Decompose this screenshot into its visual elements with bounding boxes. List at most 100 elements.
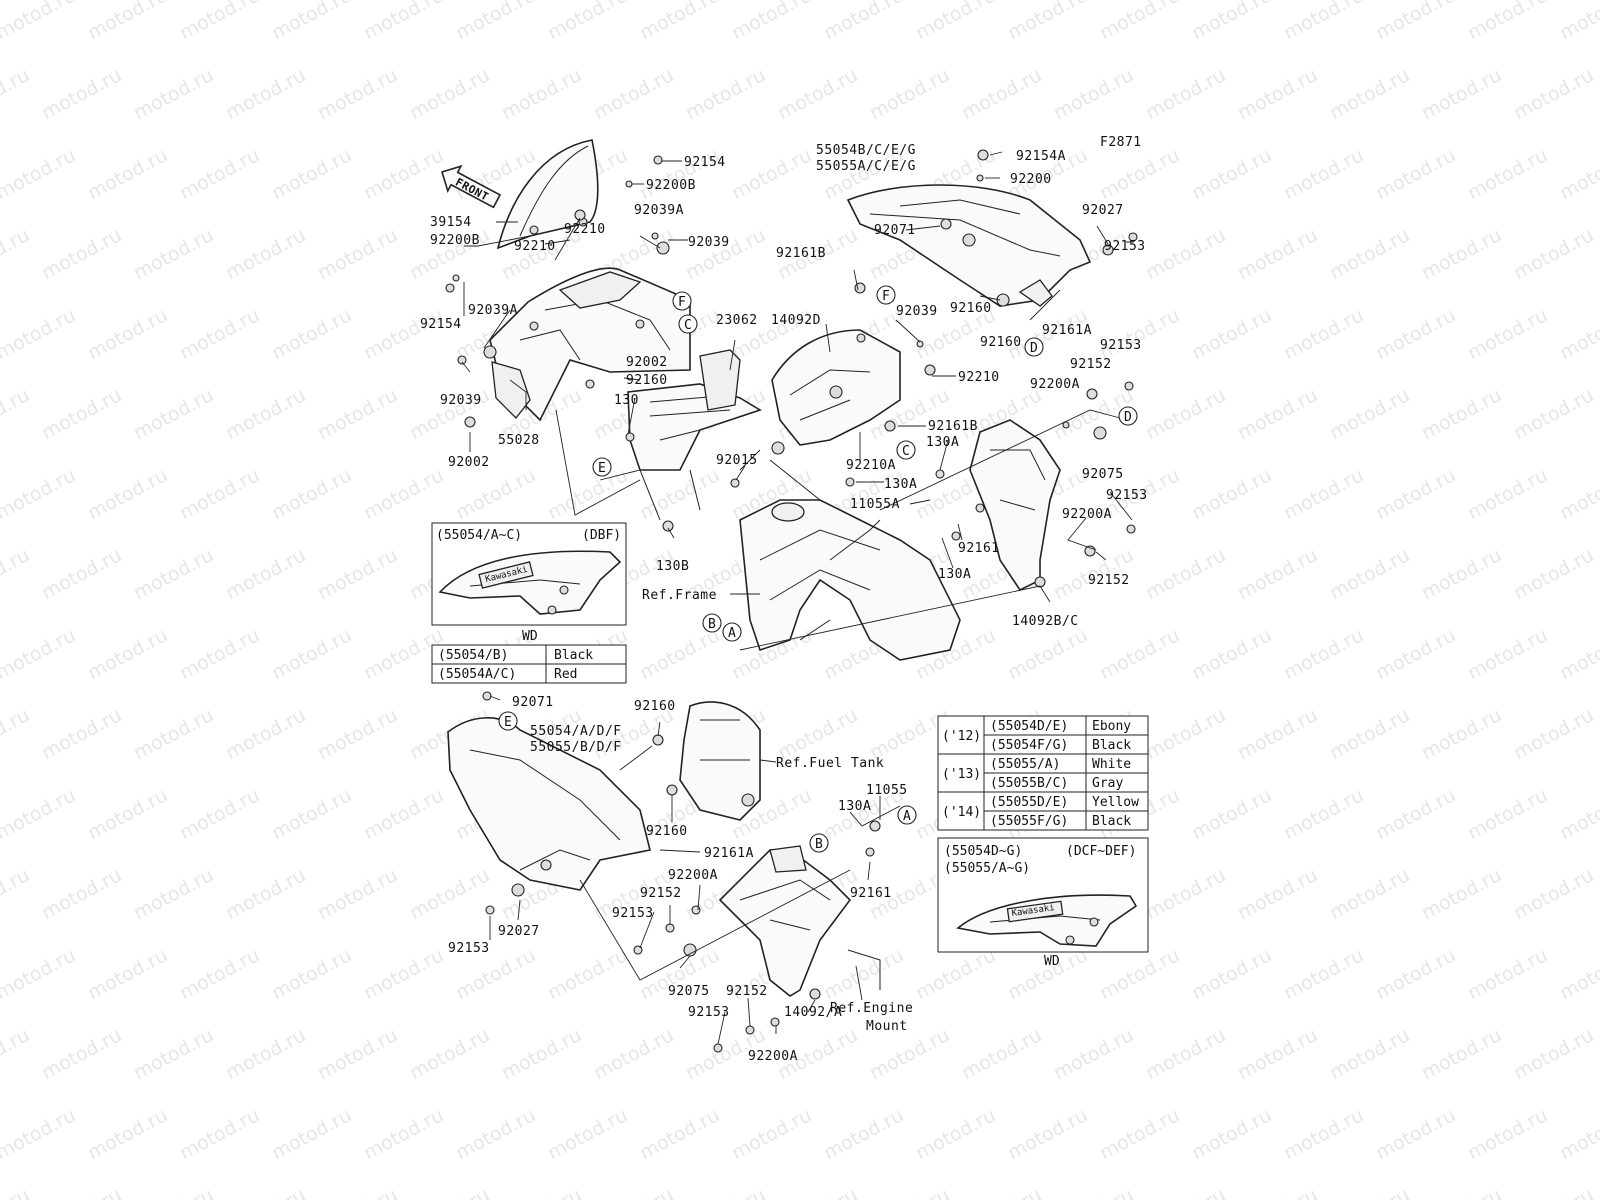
part-label: 92153 [448, 941, 490, 956]
watermark-text: motod.ru [222, 544, 309, 604]
watermark-text: motod.ru [0, 784, 79, 844]
part-label: 92152 [1070, 357, 1112, 372]
watermark-text: motod.ru [406, 64, 493, 124]
part-label: 92153 [1100, 338, 1142, 353]
inset-dbf-parts: (55054/A~C) [436, 528, 522, 543]
watermark-text: motod.ru [0, 1024, 33, 1084]
watermark-text: motod.ru [84, 944, 171, 1004]
watermark-text: motod.ru [1326, 1024, 1413, 1084]
watermark-text: motod.ru [1280, 784, 1367, 844]
watermark-text: motod.ru [176, 1104, 263, 1164]
watermark-text: motod.ru [1510, 1184, 1597, 1200]
part-label: 92027 [1082, 203, 1124, 218]
watermark-text: motod.ru [1372, 0, 1459, 44]
watermark-text: motod.ru [84, 304, 171, 364]
watermark-text: motod.ru [1464, 0, 1551, 44]
svg-text:F: F [882, 289, 890, 304]
watermark-text: motod.ru [176, 944, 263, 1004]
table-cell: Yellow [1092, 795, 1139, 810]
color-table-years: ('12) ('13) ('14) (55054D/E) Ebony (5505… [937, 715, 1149, 831]
watermark-text: motod.ru [1188, 624, 1275, 684]
part-label: 130 [614, 393, 639, 408]
table-cell: Ebony [1092, 719, 1131, 734]
table-cell: (55055/A) [990, 757, 1060, 772]
watermark-text: motod.ru [222, 224, 309, 284]
watermark-text: motod.ru [1050, 1184, 1137, 1200]
watermark-text: motod.ru [682, 1184, 769, 1200]
watermark-text: motod.ru [1418, 224, 1505, 284]
part-label: 92210A [846, 458, 896, 473]
watermark-text: motod.ru [1234, 864, 1321, 924]
part-label: 92210 [958, 370, 1000, 385]
fuel-tank-inner-cover-drawing [679, 701, 761, 821]
watermark-text: motod.ru [1142, 1184, 1229, 1200]
svg-text:F: F [678, 295, 686, 310]
watermark-text: motod.ru [1234, 704, 1321, 764]
watermark-text: motod.ru [1556, 1104, 1600, 1164]
watermark-text: motod.ru [1556, 464, 1600, 524]
watermark-text: motod.ru [222, 64, 309, 124]
svg-text:A: A [728, 626, 736, 641]
watermark-text: motod.ru [1372, 784, 1459, 844]
watermark-text: motod.ru [682, 224, 769, 284]
watermark-text: motod.ru [1372, 1104, 1459, 1164]
inner-panel-drawing [771, 329, 901, 446]
table-cell: Black [1092, 814, 1131, 829]
inset-dcf-caption: WD [1044, 954, 1060, 969]
part-label: 92161A [704, 846, 754, 861]
part-label: 92210 [514, 239, 556, 254]
part-label: 92160 [980, 335, 1022, 350]
watermark-text: motod.ru [268, 304, 355, 364]
watermark-text: motod.ru [130, 1184, 217, 1200]
watermark-text: motod.ru [1142, 64, 1229, 124]
watermark-text: motod.ru [1464, 464, 1551, 524]
watermark-text: motod.ru [866, 64, 953, 124]
part-label: Mount [866, 1019, 908, 1034]
watermark-text: motod.ru [1142, 384, 1229, 444]
inset-dcf-parts: (55054D~G) [944, 844, 1022, 859]
part-label: 92160 [634, 699, 676, 714]
watermark-text: motod.ru [1510, 704, 1597, 764]
watermark-text: motod.ru [0, 624, 79, 684]
watermark-text: motod.ru [176, 144, 263, 204]
watermark-text: motod.ru [958, 64, 1045, 124]
watermark-text: motod.ru [84, 1104, 171, 1164]
part-label: 92153 [612, 906, 654, 921]
watermark-text: motod.ru [130, 544, 217, 604]
watermark-text: motod.ru [268, 0, 355, 44]
watermark-text: motod.ru [38, 704, 125, 764]
watermark-text: motod.ru [1234, 224, 1321, 284]
windshield-drawing [496, 139, 599, 250]
part-label: 23062 [716, 313, 758, 328]
watermark-text: motod.ru [544, 0, 631, 44]
watermark-text: motod.ru [728, 1104, 815, 1164]
table-cell: White [1092, 757, 1131, 772]
watermark-text: motod.ru [452, 464, 539, 524]
table-cell: ('13) [942, 767, 981, 782]
watermark-text: motod.ru [1510, 864, 1597, 924]
part-label: 92075 [668, 984, 710, 999]
part-label: Ref.Frame [642, 588, 717, 603]
table-cell: (55054A/C) [438, 667, 516, 682]
watermark-text: motod.ru [1234, 64, 1321, 124]
part-label: 39154 [430, 215, 472, 230]
table-cell: Gray [1092, 776, 1123, 791]
watermark-text: motod.ru [1418, 864, 1505, 924]
watermark-text: motod.ru [222, 1024, 309, 1084]
inset-dcf-code: (DCF~DEF) [1066, 844, 1136, 859]
part-label: 92161 [850, 886, 892, 901]
watermark-text: motod.ru [1372, 464, 1459, 524]
part-label: 55055A/C/E/G [816, 159, 916, 174]
watermark-text: motod.ru [1188, 944, 1275, 1004]
hardware-group [445, 149, 1138, 1053]
watermark-text: motod.ru [176, 304, 263, 364]
watermark-text: motod.ru [84, 624, 171, 684]
part-label: Ref.Engine [830, 1001, 913, 1016]
inset-dcf: (55054D~G) (DCF~DEF) (55055/A~G) Kawasak… [937, 837, 1149, 969]
part-label: 92200A [1062, 507, 1112, 522]
callout-a: A [897, 805, 917, 825]
watermark-text: motod.ru [1510, 224, 1597, 284]
table-cell: (55055D/E) [990, 795, 1068, 810]
watermark-text: motod.ru [1004, 1104, 1091, 1164]
